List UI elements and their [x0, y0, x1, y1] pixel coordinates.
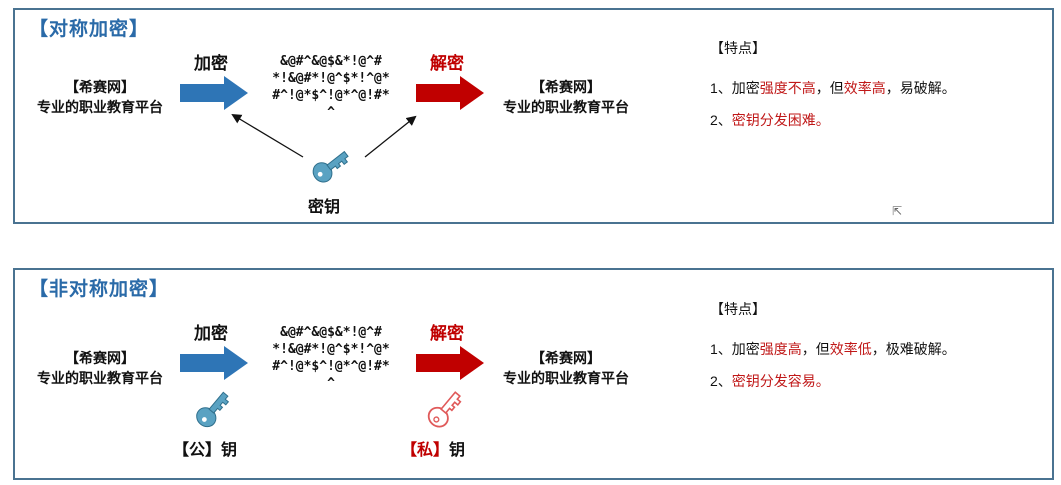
feature-text: ，但: [801, 341, 830, 357]
private-key-icon: [427, 391, 462, 428]
feature-item: 1、加密强度高，但效率低，极难破解。: [710, 339, 956, 359]
panel-title: 【对称加密】: [29, 19, 150, 40]
public-key-bracket: 【公】: [173, 442, 222, 459]
encrypt-label: 加密: [194, 324, 228, 343]
private-key-bracket: 【私】: [401, 442, 450, 459]
feature-num: 2、: [710, 112, 732, 128]
plaintext-bracket: 【希赛网】: [65, 79, 135, 95]
private-key-label: 【私】钥: [401, 436, 465, 460]
decrypt-label: 解密: [430, 54, 464, 73]
plaintext-bracket: 【希赛网】: [531, 350, 601, 366]
feature-highlight: 密钥分发容易。: [731, 373, 830, 389]
encrypt-arrow: [180, 76, 248, 110]
key-arrow-right: [364, 115, 417, 158]
feature-text: ，易破解。: [885, 80, 956, 96]
ciphertext: &@#^&@$&*!@^# *!&@#*!@^$*!^@* #^!@*$^!@*…: [261, 53, 401, 121]
ciphertext-line: &@#^&@$&*!@^#: [280, 54, 382, 69]
feature-highlight: 效率高: [843, 80, 886, 96]
feature-highlight: 强度高: [759, 341, 802, 357]
symmetric-encryption-panel: 【对称加密】: [13, 8, 1054, 224]
decrypt-label: 解密: [430, 324, 464, 343]
ciphertext-line: *!&@#*!@^$*!^@*: [272, 71, 390, 86]
private-key-suffix: 钥: [449, 442, 466, 459]
features-heading: 【特点】: [710, 301, 766, 317]
ciphertext-line: #^!@*$^!@*^@!#*: [272, 88, 390, 103]
plaintext-text: 专业的职业教育平台: [37, 99, 163, 115]
decrypt-arrow: [416, 76, 484, 110]
feature-text: 加密: [731, 341, 760, 357]
feature-num: 1、: [710, 80, 732, 96]
feature-num: 2、: [710, 373, 732, 389]
features-list: 【特点】 1、加密强度不高，但效率高，易破解。 2、密钥分发困难。: [710, 38, 956, 142]
public-key-label: 【公】钥: [173, 436, 237, 460]
encrypt-label: 加密: [194, 54, 228, 73]
ciphertext-line: &@#^&@$&*!@^#: [280, 325, 382, 340]
plaintext-text: 专业的职业教育平台: [37, 370, 163, 386]
feature-num: 1、: [710, 341, 732, 357]
plaintext-left: 【希赛网】 专业的职业教育平台: [5, 348, 195, 388]
ciphertext-line: *!&@#*!@^$*!^@*: [272, 342, 390, 357]
key-label: 密钥: [308, 199, 341, 216]
ciphertext-line: ^: [327, 105, 335, 120]
plaintext-bracket: 【希赛网】: [531, 79, 601, 95]
decrypt-arrow: [416, 346, 484, 380]
ciphertext: &@#^&@$&*!@^# *!&@#*!@^$*!^@* #^!@*$^!@*…: [261, 324, 401, 392]
plaintext-bracket: 【希赛网】: [65, 350, 135, 366]
encrypt-arrow: [180, 346, 248, 380]
feature-highlight: 强度不高: [759, 80, 816, 96]
plaintext-left: 【希赛网】 专业的职业教育平台: [5, 77, 195, 117]
key-arrow-left: [231, 113, 304, 158]
feature-item: 2、密钥分发困难。: [710, 110, 956, 130]
panel-title: 【非对称加密】: [29, 279, 170, 300]
ciphertext-line: #^!@*$^!@*^@!#*: [272, 359, 390, 374]
feature-text: ，极难破解。: [871, 341, 956, 357]
key-icon: [312, 150, 349, 183]
ciphertext-line: ^: [327, 376, 335, 391]
plaintext-right: 【希赛网】 专业的职业教育平台: [471, 348, 661, 388]
key-pointer-arrows: [231, 113, 417, 158]
feature-text: 加密: [731, 80, 760, 96]
feature-item: 2、密钥分发容易。: [710, 371, 956, 391]
plaintext-right: 【希赛网】 专业的职业教育平台: [471, 77, 661, 117]
feature-text: ，但: [815, 80, 844, 96]
features-list: 【特点】 1、加密强度高，但效率低，极难破解。 2、密钥分发容易。: [710, 299, 956, 403]
mouse-cursor-icon: ⇱: [892, 204, 903, 218]
plaintext-text: 专业的职业教育平台: [503, 370, 629, 386]
public-key-suffix: 钥: [221, 442, 238, 459]
plaintext-text: 专业的职业教育平台: [503, 99, 629, 115]
features-heading: 【特点】: [710, 40, 766, 56]
feature-highlight: 密钥分发困难。: [731, 112, 830, 128]
asymmetric-encryption-panel: 【非对称加密】: [13, 268, 1054, 480]
feature-highlight: 效率低: [829, 341, 872, 357]
public-key-icon: [196, 391, 230, 428]
feature-item: 1、加密强度不高，但效率高，易破解。: [710, 78, 956, 98]
